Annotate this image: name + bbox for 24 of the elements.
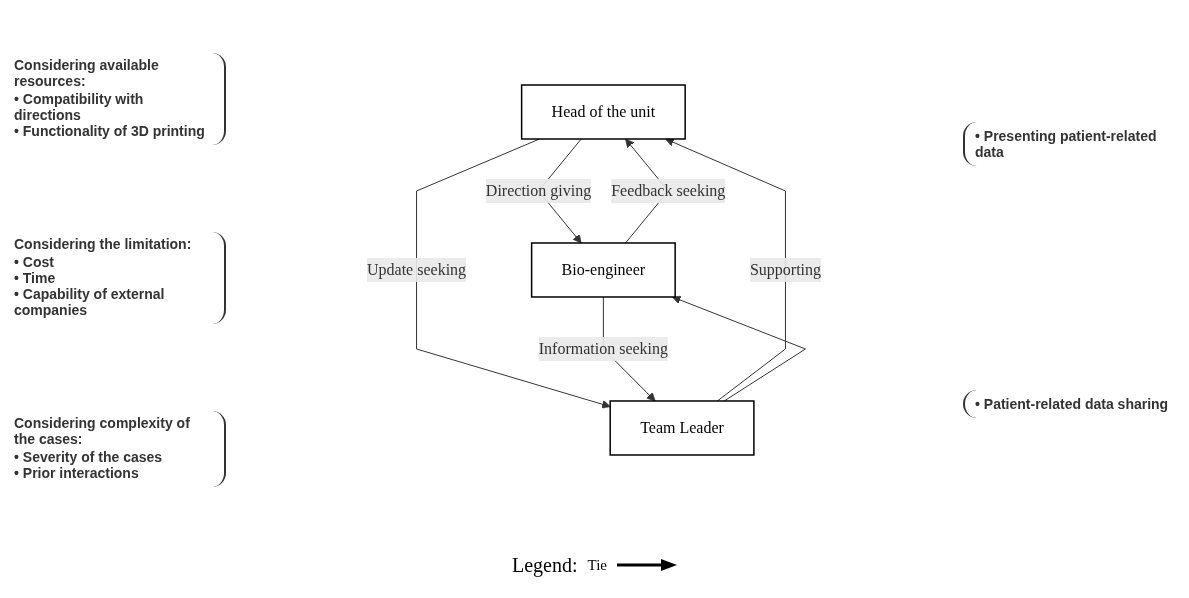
edge-label: Feedback seeking	[611, 182, 726, 199]
bullet-point: • Time	[14, 270, 57, 286]
arrow	[672, 295, 807, 402]
legend-title: Legend:	[512, 553, 578, 577]
bullet-point: • Capability of external companies	[14, 286, 166, 318]
edge-label: Supporting	[750, 260, 822, 278]
edge-label: Direction giving	[486, 182, 592, 199]
node-box: Head of the unit	[521, 84, 687, 140]
node-box: Bio-engineer	[531, 242, 677, 298]
bullet-point: • Severity of the cases	[14, 448, 164, 465]
bullet-point: • Functionality of 3D printing	[14, 123, 206, 140]
legend-text: Tie	[587, 556, 607, 574]
edge-label: Update seeking	[367, 260, 467, 278]
node-box: Team Leader	[609, 400, 756, 456]
note-heading: Considering complexity of the cases:	[14, 414, 191, 447]
arrow	[665, 138, 787, 402]
bullet-point: • Presenting patient-related data	[975, 128, 1158, 160]
bullet-point: • Patient-related data sharing	[975, 396, 1170, 412]
bullet-point: • Cost	[14, 254, 55, 270]
note-heading: Considering the limitation:	[14, 236, 193, 252]
bullet-point: • Prior interactions	[14, 464, 140, 481]
edge-label: Information seeking	[539, 339, 669, 357]
note-heading: Considering available resources:	[14, 57, 160, 90]
bullet-point: • Compatibility with directions	[14, 91, 145, 124]
